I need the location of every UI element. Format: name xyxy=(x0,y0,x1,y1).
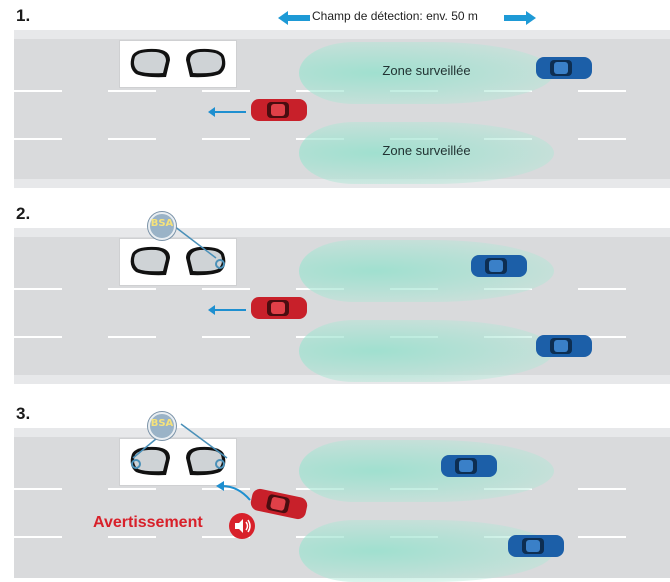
monitored-zone-top: Zone surveillée xyxy=(299,42,554,104)
road-panel-2 xyxy=(14,228,670,384)
side-mirrors xyxy=(119,40,237,88)
badge-text: BSA xyxy=(150,418,174,429)
panel-1-number: 1. xyxy=(16,6,30,26)
red-car-icon xyxy=(249,294,309,322)
zone-label-top: Zone surveillée xyxy=(299,63,554,78)
road-panel-3 xyxy=(14,428,670,578)
speaker-warning-icon xyxy=(229,513,255,539)
detection-range-label: Champ de détection: env. 50 m xyxy=(312,9,478,23)
direction-arrow xyxy=(214,111,246,113)
panel-2-number: 2. xyxy=(16,204,30,224)
monitored-zone-bottom xyxy=(299,320,554,382)
badge-text: BSA xyxy=(150,218,174,229)
red-car-icon xyxy=(247,484,312,524)
monitored-zone-top xyxy=(299,440,554,502)
red-car-icon xyxy=(249,96,309,124)
lane-change-arrow-icon xyxy=(214,478,254,508)
monitored-zone-bottom: Zone surveillée xyxy=(299,122,554,184)
arrow-right-icon xyxy=(504,11,536,25)
blind-spot-indicator-icon: BSA xyxy=(148,412,176,440)
blue-car-icon xyxy=(534,54,594,82)
road-panel-1: Zone surveillée Zone surveillée xyxy=(14,30,670,188)
blue-car-icon xyxy=(534,332,594,360)
warning-label: Avertissement xyxy=(93,514,203,532)
blue-car-icon xyxy=(439,452,499,480)
blue-car-icon xyxy=(506,532,566,560)
blue-car-icon xyxy=(469,252,529,280)
right-mirror-icon xyxy=(182,46,230,80)
direction-arrow xyxy=(214,309,246,311)
zone-label-bottom: Zone surveillée xyxy=(299,143,554,158)
blind-spot-indicator-icon: BSA xyxy=(148,212,176,240)
left-mirror-icon xyxy=(126,46,174,80)
arrow-left-icon xyxy=(278,11,310,25)
panel-3-number: 3. xyxy=(16,404,30,424)
indicator-leader-lines xyxy=(119,418,249,468)
